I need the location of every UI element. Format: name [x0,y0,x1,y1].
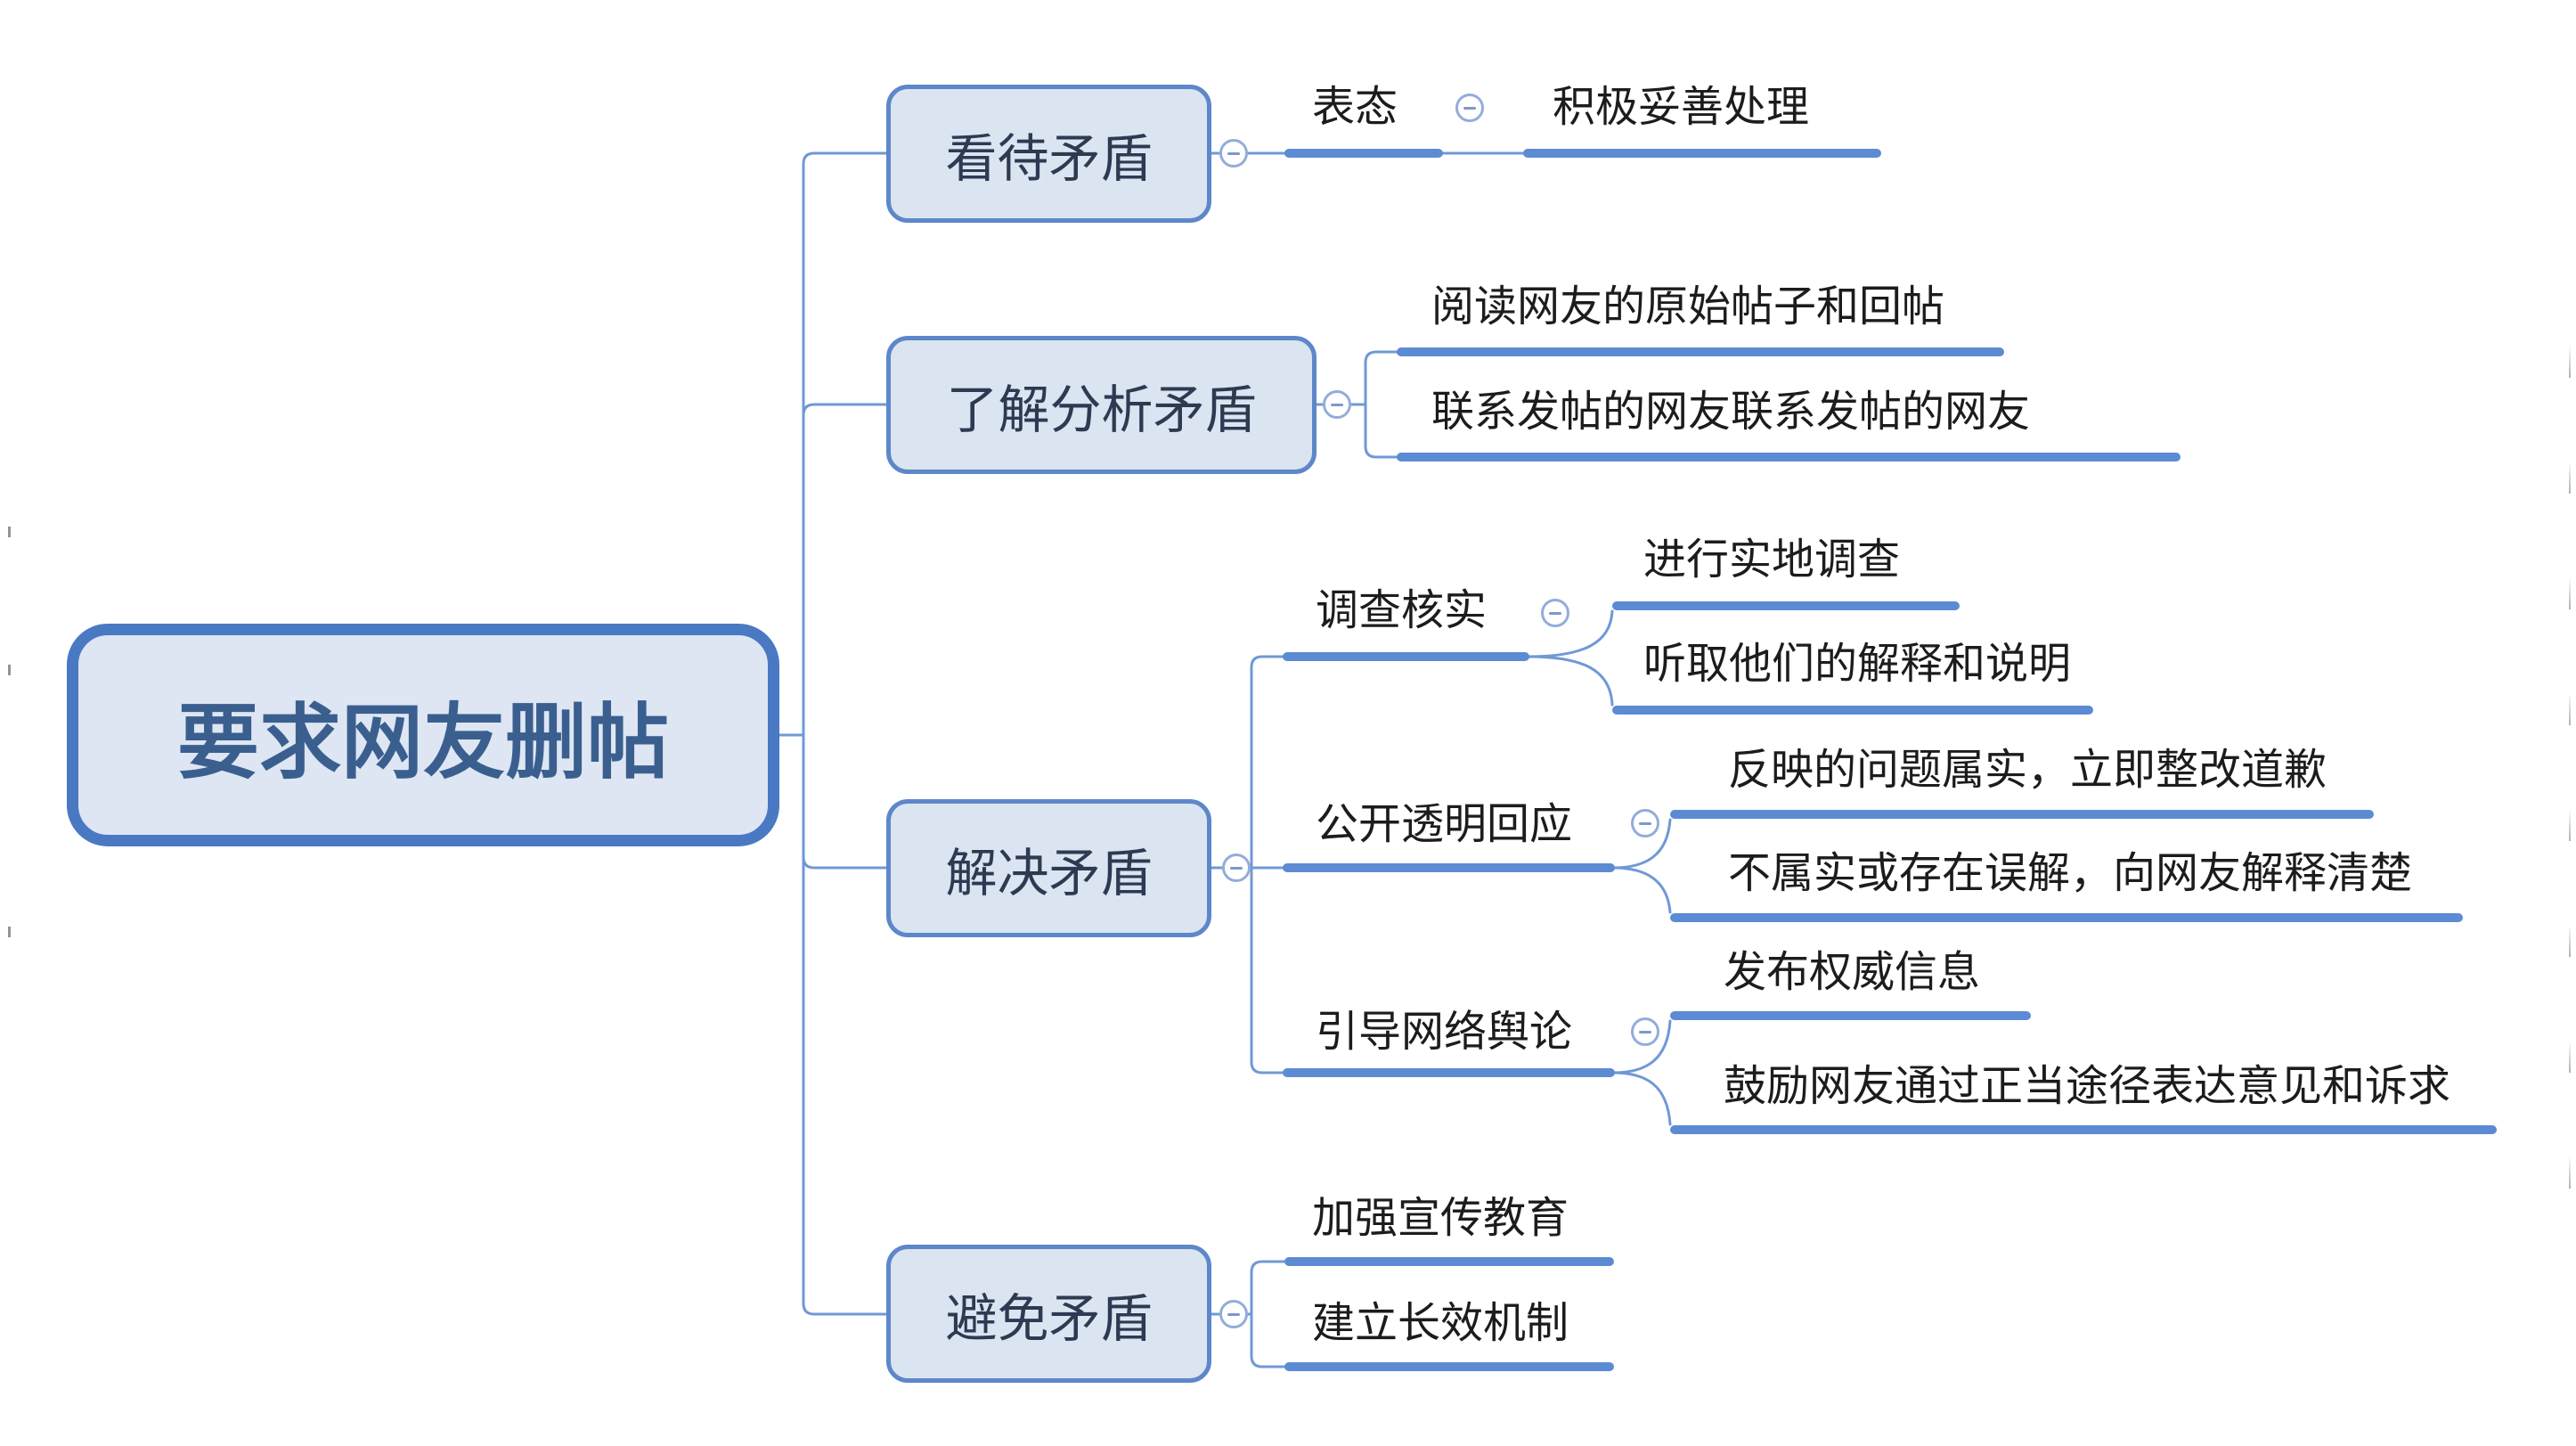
node-jianli-changxiao-jizhi[interactable]: 建立长效机制 [1312,1300,1569,1347]
node-underline-bar [1612,601,1960,610]
edge-tick [2569,693,2571,725]
edge-tick [2569,925,2571,957]
connector-trunk-branch3 [802,733,888,870]
connector-yindao-brace-bottom [1611,1071,1672,1126]
node-underline-bar [1397,347,2004,356]
collapse-icon[interactable] [1541,599,1569,627]
node-underline-bar [1670,810,2374,819]
minus-icon [1549,611,1561,615]
edge-tick [2569,809,2571,841]
edge-tick [2569,1156,2571,1189]
connector-diaocha-brace-bottom [1526,655,1614,707]
node-underline-bar [1670,1011,2031,1020]
edge-tick [8,665,11,675]
connector-diaocha-brace-top [1526,609,1614,658]
node-wenti-shushi-zhenggai[interactable]: 反映的问题属实，立即整改道歉 [1728,747,2327,794]
node-underline-bar [1283,652,1529,661]
node-underline-bar [1283,1068,1615,1077]
collapse-icon[interactable] [1631,1017,1659,1046]
node-underline-bar [1670,913,2463,922]
connector-trunk-branch2 [802,403,888,737]
edge-tick [2569,577,2571,609]
minus-icon [1639,821,1651,825]
node-tingqu-jieshi[interactable]: 听取他们的解释和说明 [1643,641,2072,688]
collapse-icon[interactable] [1323,390,1351,419]
edge-tick [2569,346,2571,378]
edge-tick [8,927,11,937]
collapse-icon[interactable] [1219,1300,1248,1328]
node-underline-bar [1612,706,2093,715]
root-topic[interactable]: 要求网友删帖 [67,624,779,846]
node-underline-bar [1283,863,1615,872]
node-lianxi-fatie-wangyou[interactable]: 联系发帖的网友联系发帖的网友 [1431,388,2031,436]
connector-trunk-branch1 [802,151,888,737]
connector-branch2-bracket [1364,350,1398,459]
branch-jiejue-maodun[interactable]: 解决矛盾 [886,799,1211,937]
collapse-icon[interactable] [1631,809,1659,837]
minus-icon [1227,1312,1240,1316]
node-jinxing-shidi-diaocha[interactable]: 进行实地调查 [1643,536,1901,584]
collapse-icon[interactable] [1222,854,1251,882]
edge-tick [2569,1041,2571,1073]
node-diaocha-heshi[interactable]: 调查核实 [1316,587,1488,634]
node-underline-bar [1284,1257,1614,1266]
minus-icon [1639,1030,1651,1033]
branch-bimian-maodun[interactable]: 避免矛盾 [886,1245,1211,1383]
minus-icon [1230,866,1243,870]
minus-icon [1331,403,1343,406]
minus-icon [1463,106,1476,110]
node-underline-bar [1284,149,1443,158]
node-gongkai-touming-huiying[interactable]: 公开透明回应 [1316,801,1573,848]
node-underline-bar [1284,1362,1614,1371]
node-yuedu-tiezi[interactable]: 阅读网友的原始帖子和回帖 [1431,283,1945,331]
node-jiaqiang-xuanchuan-jiaoyu[interactable]: 加强宣传教育 [1312,1195,1569,1242]
collapse-icon[interactable] [1455,94,1484,122]
connector-branch3-bracket [1250,655,1286,1074]
node-biaotai[interactable]: 表态 [1312,84,1398,131]
node-bushushi-jieshi-qingchu[interactable]: 不属实或存在误解，向网友解释清楚 [1728,850,2413,897]
node-underline-bar [1523,149,1881,158]
node-guli-zhengdang-tujing[interactable]: 鼓励网友通过正当途径表达意见和诉求 [1724,1063,2451,1110]
node-fabu-quanwei-xinxi[interactable]: 发布权威信息 [1724,949,1981,996]
edge-tick [2569,462,2571,494]
collapse-icon[interactable] [1219,139,1248,167]
branch-liaojie-fenxi-maodun[interactable]: 了解分析矛盾 [886,336,1317,474]
node-underline-bar [1670,1125,2497,1134]
edge-tick [8,527,11,537]
node-underline-bar [1397,453,2181,462]
connector-branch4-bracket [1250,1260,1286,1368]
minus-icon [1227,151,1240,155]
node-yindao-wangluo-yulun[interactable]: 引导网络舆论 [1316,1009,1573,1056]
node-jiji-tuoshan-chuli[interactable]: 积极妥善处理 [1553,84,1810,131]
connector-gongkai-brace-bottom [1611,866,1672,914]
branch-kandai-maodun[interactable]: 看待矛盾 [886,85,1211,223]
connector-trunk-branch4 [802,733,888,1316]
